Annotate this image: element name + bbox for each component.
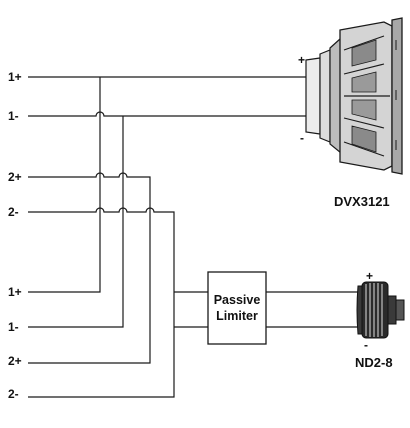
wire-2-minus-top [28,207,175,398]
terminal-bottom-1-plus: 1+ [8,285,22,299]
wire-1-minus-vertical [28,116,124,328]
woofer-minus-label: - [300,131,304,145]
terminal-left-2-plus: 2+ [8,170,22,184]
wire-1-minus-top [28,111,310,117]
terminal-bottom-1-minus: 1- [8,320,19,334]
limiter-label-line2: Limiter [216,309,258,323]
woofer-model-label: DVX3121 [334,194,390,209]
passive-limiter-box [207,271,267,345]
driver-minus-label: - [364,338,368,352]
woofer-dvx3121-icon [305,17,403,175]
woofer-plus-label: + [298,53,305,67]
driver-model-label: ND2-8 [355,355,393,370]
terminal-left-1-plus: 1+ [8,70,22,84]
wire-2-plus-top [28,172,151,364]
driver-plus-label: + [366,269,373,283]
terminal-bottom-2-minus: 2- [8,387,19,401]
terminal-left-1-minus: 1- [8,109,19,123]
limiter-label-line1: Passive [214,293,261,307]
terminal-bottom-2-plus: 2+ [8,354,22,368]
wire-1-plus-vertical [28,77,101,293]
terminal-left-2-minus: 2- [8,205,19,219]
driver-nd2-8-icon [356,281,405,339]
